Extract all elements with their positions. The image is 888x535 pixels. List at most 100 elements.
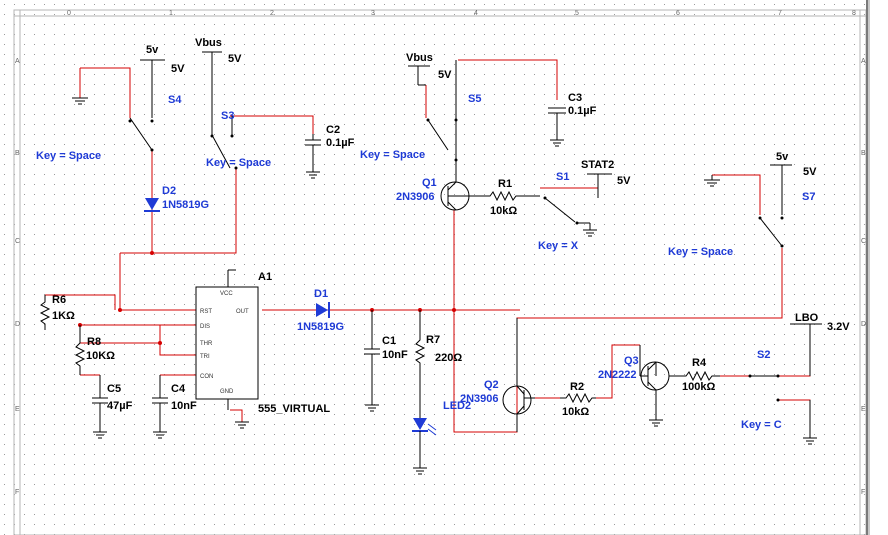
row-label: A: [15, 58, 20, 65]
capacitor-c1[interactable]: [364, 310, 380, 412]
s1-key-label: Key = X: [538, 240, 579, 252]
r6-label: R6: [52, 294, 66, 306]
d1-label: D1: [314, 288, 328, 300]
d2-label: D2: [162, 185, 176, 197]
c3-value: 0.1µF: [568, 105, 597, 117]
s4-label: S4: [168, 94, 182, 106]
d1-value: 1N5819G: [297, 321, 344, 333]
row-label: D: [15, 321, 20, 328]
col-label: 6: [676, 10, 680, 17]
r4-label: R4: [692, 357, 707, 369]
s4-supply-value: 5V: [171, 63, 185, 75]
row-label: C: [15, 238, 20, 245]
row-label: E: [861, 406, 866, 413]
s5-label: S5: [468, 93, 481, 105]
r4-value: 100kΩ: [682, 381, 715, 393]
r1-value: 10kΩ: [490, 205, 517, 217]
resistor-r1[interactable]: [470, 190, 540, 202]
s7-supply-label: 5v: [776, 151, 789, 163]
switch-s1[interactable]: [543, 173, 613, 237]
switch-s7[interactable]: [704, 164, 792, 248]
r6-value: 1KΩ: [52, 310, 75, 322]
r7-value: 220Ω: [435, 352, 462, 364]
c1-label: C1: [382, 335, 396, 347]
diode-d2[interactable]: [144, 198, 160, 212]
q2-value: 2N3906: [460, 393, 499, 405]
c5-label: C5: [107, 383, 121, 395]
pin-rst: RST: [200, 309, 212, 315]
c1-value: 10nF: [382, 349, 408, 361]
transistor-q3[interactable]: [639, 345, 680, 427]
row-label: B: [15, 150, 20, 157]
capacitor-c5[interactable]: [92, 375, 108, 439]
led2-label: LED2: [443, 400, 471, 412]
s3-key-label: Key = Space: [206, 157, 271, 169]
resistor-r6[interactable]: [39, 295, 51, 330]
col-label: 2: [270, 10, 274, 17]
d2-value: 1N5819G: [162, 199, 209, 211]
capacitor-c2[interactable]: [305, 134, 321, 179]
s5-vbus-label: Vbus: [406, 52, 433, 64]
r7-label: R7: [426, 334, 440, 346]
wires: [45, 59, 811, 433]
pin-out: OUT: [236, 309, 249, 315]
q1-value: 2N3906: [396, 191, 435, 203]
s3-supply-value: 5V: [228, 53, 242, 65]
s3-label: S3: [221, 110, 234, 122]
switch-s2[interactable]: [748, 323, 823, 445]
led-led2[interactable]: [412, 418, 437, 475]
col-label: 1: [169, 10, 173, 17]
q3-value: 2N2222: [598, 369, 637, 381]
row-label: A: [861, 58, 866, 65]
r2-label: R2: [570, 381, 584, 393]
row-label: E: [15, 406, 20, 413]
capacitor-c4[interactable]: [152, 375, 168, 439]
row-label: B: [861, 150, 866, 157]
resistor-r4[interactable]: [680, 370, 720, 382]
pin-gnd: GND: [220, 389, 234, 395]
r1-label: R1: [498, 178, 512, 190]
diode-d1[interactable]: [316, 302, 330, 318]
q3-label: Q3: [624, 355, 639, 367]
s4-supply-label: 5v: [146, 44, 159, 56]
col-label: 4: [474, 10, 478, 17]
pin-dis: DIS: [200, 324, 210, 330]
r8-value: 10KΩ: [86, 350, 115, 362]
s5-key-label: Key = Space: [360, 149, 425, 161]
c4-label: C4: [171, 383, 186, 395]
s3-vbus-label: Vbus: [195, 37, 222, 49]
q2-label: Q2: [484, 379, 499, 391]
resistor-r2[interactable]: [560, 392, 596, 404]
a1-value: 555_VIRTUAL: [258, 403, 330, 415]
col-label: 7: [778, 10, 782, 17]
c3-label: C3: [568, 92, 582, 104]
row-label: F: [861, 489, 865, 496]
resistor-r7[interactable]: [414, 310, 426, 418]
s4-key-label: Key = Space: [36, 150, 101, 162]
r2-value: 10kΩ: [562, 406, 589, 418]
s2-key-label: Key = C: [741, 419, 782, 431]
row-label: F: [15, 489, 19, 496]
switch-s3[interactable]: [202, 51, 238, 170]
transistor-q1[interactable]: [440, 160, 470, 211]
capacitor-c3[interactable]: [548, 107, 566, 147]
lbo-label: LBO: [795, 312, 819, 324]
c5-value: 47µF: [107, 400, 133, 412]
switch-s5[interactable]: [408, 60, 458, 162]
sheet-border: 0 1 2 3 4 5 6 7 8 A B C D E F A B C D E …: [13, 0, 888, 535]
switch-s4[interactable]: [72, 59, 165, 152]
c4-value: 10nF: [171, 400, 197, 412]
resistor-r8[interactable]: [74, 325, 86, 375]
pin-con: CON: [200, 374, 213, 380]
c2-value: 0.1µF: [326, 137, 355, 149]
s1-supply-value: 5V: [617, 175, 631, 187]
transistor-q2[interactable]: [502, 318, 535, 432]
s7-supply-value: 5V: [803, 166, 817, 178]
lbo-value: 3.2V: [827, 321, 850, 333]
pin-thr: THR: [200, 341, 213, 347]
s7-key-label: Key = Space: [668, 246, 733, 258]
timer-555-a1[interactable]: RST DIS THR TRI CON VCC OUT GND: [195, 269, 259, 429]
row-label: D: [861, 321, 866, 328]
